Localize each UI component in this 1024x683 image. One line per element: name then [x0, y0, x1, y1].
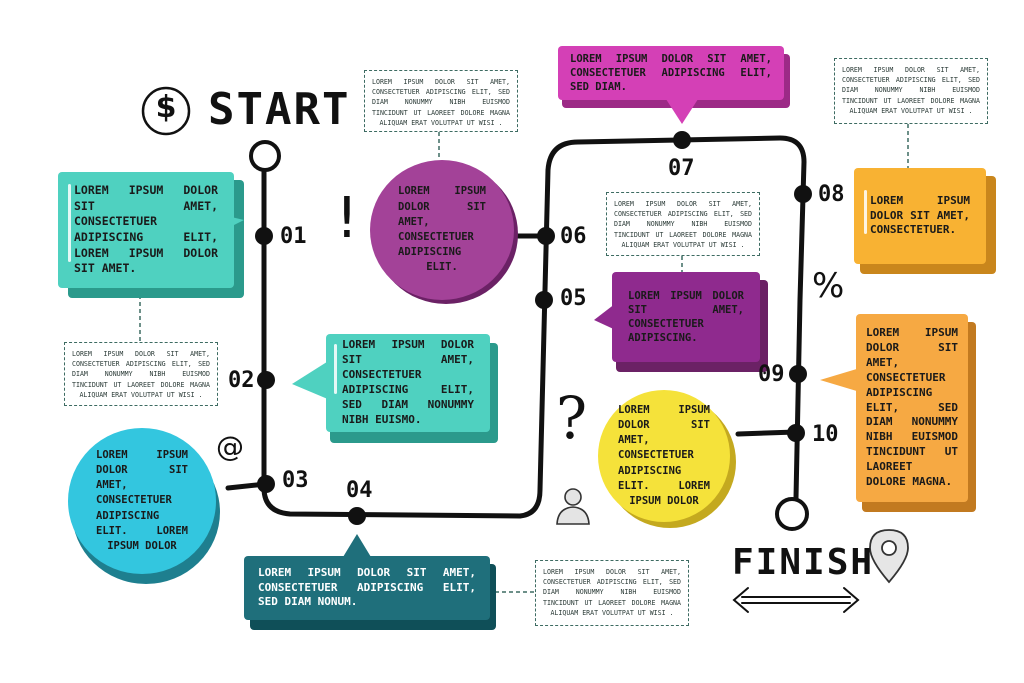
finish-node — [775, 497, 809, 531]
node-01 — [255, 227, 273, 245]
person-icon — [556, 488, 590, 525]
step-label-09: 09 — [758, 362, 785, 387]
box-02-tail — [292, 360, 330, 400]
note-box-05: LOREM IPSUM DOLOR SIT AMET, CONSECTETUER… — [606, 192, 760, 256]
node-05 — [535, 291, 553, 309]
note-box-06: LOREM IPSUM DOLOR SIT AMET, CONSECTETUER… — [364, 70, 518, 132]
node-09 — [789, 365, 807, 383]
step-text-08: LOREM IPSUM DOLOR SIT AMET, CONSECTETUER… — [870, 193, 970, 237]
step-label-01: 01 — [280, 224, 307, 249]
dollar-coin-outline — [141, 86, 191, 136]
finish-heading: FINISH — [732, 542, 875, 583]
path-04-to-07 — [517, 135, 807, 519]
node-08 — [794, 185, 812, 203]
step-box-04: LOREM IPSUM DOLOR SIT AMET, CONSECTETUER… — [244, 556, 490, 620]
step-text-01: LOREM IPSUM DOLOR SIT AMET, CONSECTETUER… — [74, 183, 218, 276]
step-text-04: LOREM IPSUM DOLOR SIT AMET, CONSECTETUER… — [258, 565, 476, 609]
step-label-04: 04 — [346, 478, 373, 503]
percent-icon: % — [812, 266, 845, 306]
start-node — [249, 140, 281, 172]
step-circle-03: LOREM IPSUM DOLOR SIT AMET, CONSECTETUER… — [68, 428, 216, 574]
node-02 — [257, 371, 275, 389]
step-text-05: LOREM IPSUM DOLOR SIT AMET, CONSECTETUER… — [628, 289, 744, 345]
location-pin-icon — [869, 529, 909, 584]
step-label-08: 08 — [818, 182, 845, 207]
start-heading: START — [208, 84, 351, 135]
step-label-06: 06 — [560, 224, 587, 249]
note-box-04: LOREM IPSUM DOLOR SIT AMET, CONSECTETUER… — [535, 560, 689, 626]
step-text-02: LOREM IPSUM DOLOR SIT AMET, CONSECTETUER… — [342, 338, 474, 426]
step-label-02: 02 — [228, 368, 255, 393]
box-09-tail — [820, 368, 860, 392]
step-box-07: LOREM IPSUM DOLOR SIT AMET, CONSECTETUER… — [558, 46, 784, 100]
node-10 — [787, 424, 805, 442]
step-text-07: LOREM IPSUM DOLOR SIT AMET, CONSECTETUER… — [570, 52, 772, 94]
step-box-05: LOREM IPSUM DOLOR SIT AMET, CONSECTETUER… — [612, 272, 760, 362]
at-icon: @ — [216, 430, 244, 463]
node-06 — [537, 227, 555, 245]
step-label-05: 05 — [560, 286, 587, 311]
step-label-03: 03 — [282, 468, 309, 493]
note-box-01: LOREM IPSUM DOLOR SIT AMET, CONSECTETUER… — [64, 342, 218, 406]
step-box-09: LOREM IPSUM DOLOR SIT AMET, CONSECTETUER… — [856, 314, 968, 502]
stub-10 — [735, 429, 799, 437]
node-07 — [673, 131, 691, 149]
step-text-06: LOREM IPSUM DOLOR SIT AMET, CONSECTETUER… — [398, 185, 486, 274]
node-03 — [257, 475, 275, 493]
step-circle-10: LOREM IPSUM DOLOR SIT AMET, CONSECTETUER… — [598, 390, 730, 522]
step-label-07: 07 — [668, 156, 695, 181]
step-text-10: LOREM IPSUM DOLOR SIT AMET, CONSECTETUER… — [618, 403, 710, 508]
box-04-tail — [340, 534, 374, 562]
box-07-tail — [664, 96, 700, 124]
step-box-08: LOREM IPSUM DOLOR SIT AMET, CONSECTETUER… — [854, 168, 986, 264]
double-arrow-icon — [732, 587, 860, 613]
step-box-01: LOREM IPSUM DOLOR SIT AMET, CONSECTETUER… — [58, 172, 234, 288]
step-circle-06: LOREM IPSUM DOLOR SIT AMET, CONSECTETUER… — [370, 160, 514, 300]
step-text-09: LOREM IPSUM DOLOR SIT AMET, CONSECTETUER… — [866, 326, 958, 488]
step-label-10: 10 — [812, 422, 839, 447]
step-box-02: LOREM IPSUM DOLOR SIT AMET, CONSECTETUER… — [326, 334, 490, 432]
step-text-03: LOREM IPSUM DOLOR SIT AMET, CONSECTETUER… — [96, 448, 188, 553]
node-04 — [348, 507, 366, 525]
note-box-08: LOREM IPSUM DOLOR SIT AMET, CONSECTETUER… — [834, 58, 988, 124]
exclamation-icon: ! — [330, 186, 364, 251]
dollar-icon: $ — [155, 90, 177, 125]
question-icon: ? — [556, 384, 588, 452]
